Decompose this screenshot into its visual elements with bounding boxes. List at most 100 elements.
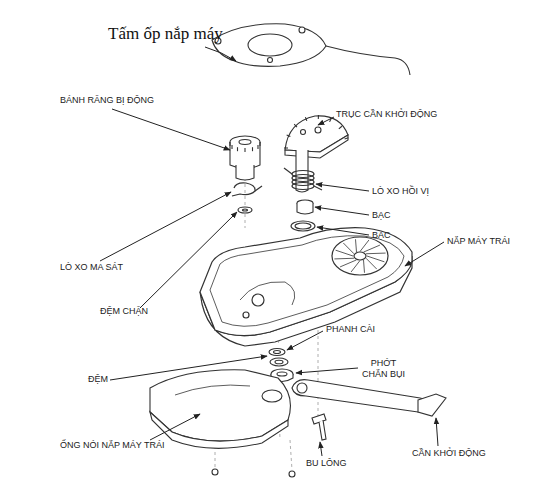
leader-lines-stroke [405,242,444,266]
left-crankcase-cover-stroke [252,294,264,306]
leader-lines-stroke [318,117,334,125]
circlip-washer-seal-stroke [274,351,281,354]
axis-lines-stroke [245,178,246,228]
left-crankcase-cover-stroke [200,228,412,336]
driven-gear-stroke-stroke [259,142,260,146]
leader-lines-stroke [112,109,230,150]
leader-lines-stroke [315,207,369,215]
left-crankcase-cover-stroke [334,239,385,272]
kick-shaft-stroke-stroke [339,126,342,129]
kick-shaft-stroke-stroke [284,147,288,148]
leader-lines-stroke [287,331,323,350]
kick-shaft [284,115,348,192]
leader-lines-stroke [150,414,200,440]
circlip-washer-seal-stroke [270,358,288,366]
figure-title: Tấm ốp nắp máy [108,24,223,44]
driven-gear-stroke-stroke [229,142,230,146]
axis-lines-stroke [290,440,292,470]
part-name: BẠC [372,210,391,221]
cover-plate-stroke [248,34,292,56]
cover-duct [150,370,295,477]
friction-spring-stroke [232,183,255,196]
cover-duct-stroke [289,471,295,477]
left-crankcase-cover-stroke-stroke [363,260,365,273]
bushings-stroke [295,223,311,229]
left-crankcase-cover-stroke-stroke [366,253,386,255]
kick-shaft-stroke [284,115,348,148]
left-crankcase-cover-stroke-stroke [364,245,380,252]
part-name: ĐỆM CHẶN [100,306,148,317]
kick-lever-stroke [292,380,430,412]
bushings [291,200,315,231]
cover-plate-stroke [268,58,273,63]
return-spring-stroke [284,168,292,174]
return-spring-stroke [314,186,322,190]
circlip-washer-seal-stroke [269,349,285,356]
left-crankcase-cover-stroke-stroke [360,240,369,251]
left-crankcase-cover-stroke [332,237,388,275]
leader-lines [100,47,444,456]
part-name: BÁNH RĂNG BỊ ĐỘNG [60,95,154,106]
part-name: ĐỆM [88,374,108,385]
leader-lines-stroke [436,418,438,446]
driven-gear-stroke [230,142,260,169]
leader-lines-stroke [317,227,369,235]
driven-gear-stroke [230,142,260,152]
leader-lines-stroke [110,356,267,380]
part-name: TRỤC CẦN KHỞI ĐỘNG [336,109,437,120]
cover-duct-stroke [175,385,250,395]
left-crankcase-cover-stroke-stroke [367,256,384,262]
kick-shaft-stroke-stroke [294,124,297,127]
part-name: ỐNG NÓI NẮP MÁY TRÁI [60,440,165,451]
left-crankcase-cover [200,228,412,346]
kick-shaft-stroke-stroke [318,115,319,119]
cover-duct-stroke [150,412,288,448]
part-name: PHANH CÀI [326,324,375,335]
kick-lever-stroke [418,394,446,416]
friction-spring [232,183,262,213]
kick-shaft-stroke [315,127,321,133]
leader-lines-stroke [100,192,231,261]
left-crankcase-cover-stroke-stroke [343,243,354,254]
kick-shaft-stroke-stroke [287,135,291,137]
cover-plate-stroke [212,24,326,67]
cover-plate [212,24,410,75]
part-name: PHỚT CHẮN BỤI [360,358,407,380]
bushings-stroke [291,221,315,231]
driven-gear-stroke-stroke [244,148,245,152]
part-name: LÒ XO MA SÁT [60,262,123,273]
bolt [312,414,326,440]
driven-gear-stroke-stroke [231,145,232,149]
cover-plate-stroke [299,27,305,33]
left-crankcase-cover-stroke [210,236,404,327]
kick-shaft-stroke-stroke [305,117,306,121]
left-crankcase-cover-stroke-stroke [334,258,354,260]
cover-duct-stroke [262,390,282,402]
left-crankcase-cover-stroke [243,312,249,318]
leader-lines-stroke [320,442,322,456]
left-crankcase-cover-stroke [354,252,366,260]
left-crankcase-cover-stroke-stroke [355,239,357,252]
cover-plate-stroke [326,46,410,75]
return-spring [284,168,322,190]
friction-spring-stroke [243,209,248,211]
kick-shaft-stroke [285,135,348,158]
left-crankcase-cover-stroke-stroke [336,250,353,256]
left-crankcase-cover-stroke-stroke [351,261,360,272]
axis-lines-stroke [318,330,319,418]
part-name: CẦN KHỞI ĐỘNG [412,448,486,459]
friction-spring-stroke [238,207,252,213]
bolt-stroke [319,420,326,440]
friction-spring-stroke [255,186,262,191]
left-crankcase-cover-stroke [240,282,295,305]
left-crankcase-cover-stroke-stroke [340,260,356,267]
part-name: BẠC [372,230,391,241]
driven-gear-stroke-stroke [252,147,253,151]
circlip-washer-seal-stroke [275,360,283,364]
leader-lines-stroke [140,212,237,308]
driven-gear-stroke [236,165,254,180]
leader-lines-stroke [316,184,369,191]
